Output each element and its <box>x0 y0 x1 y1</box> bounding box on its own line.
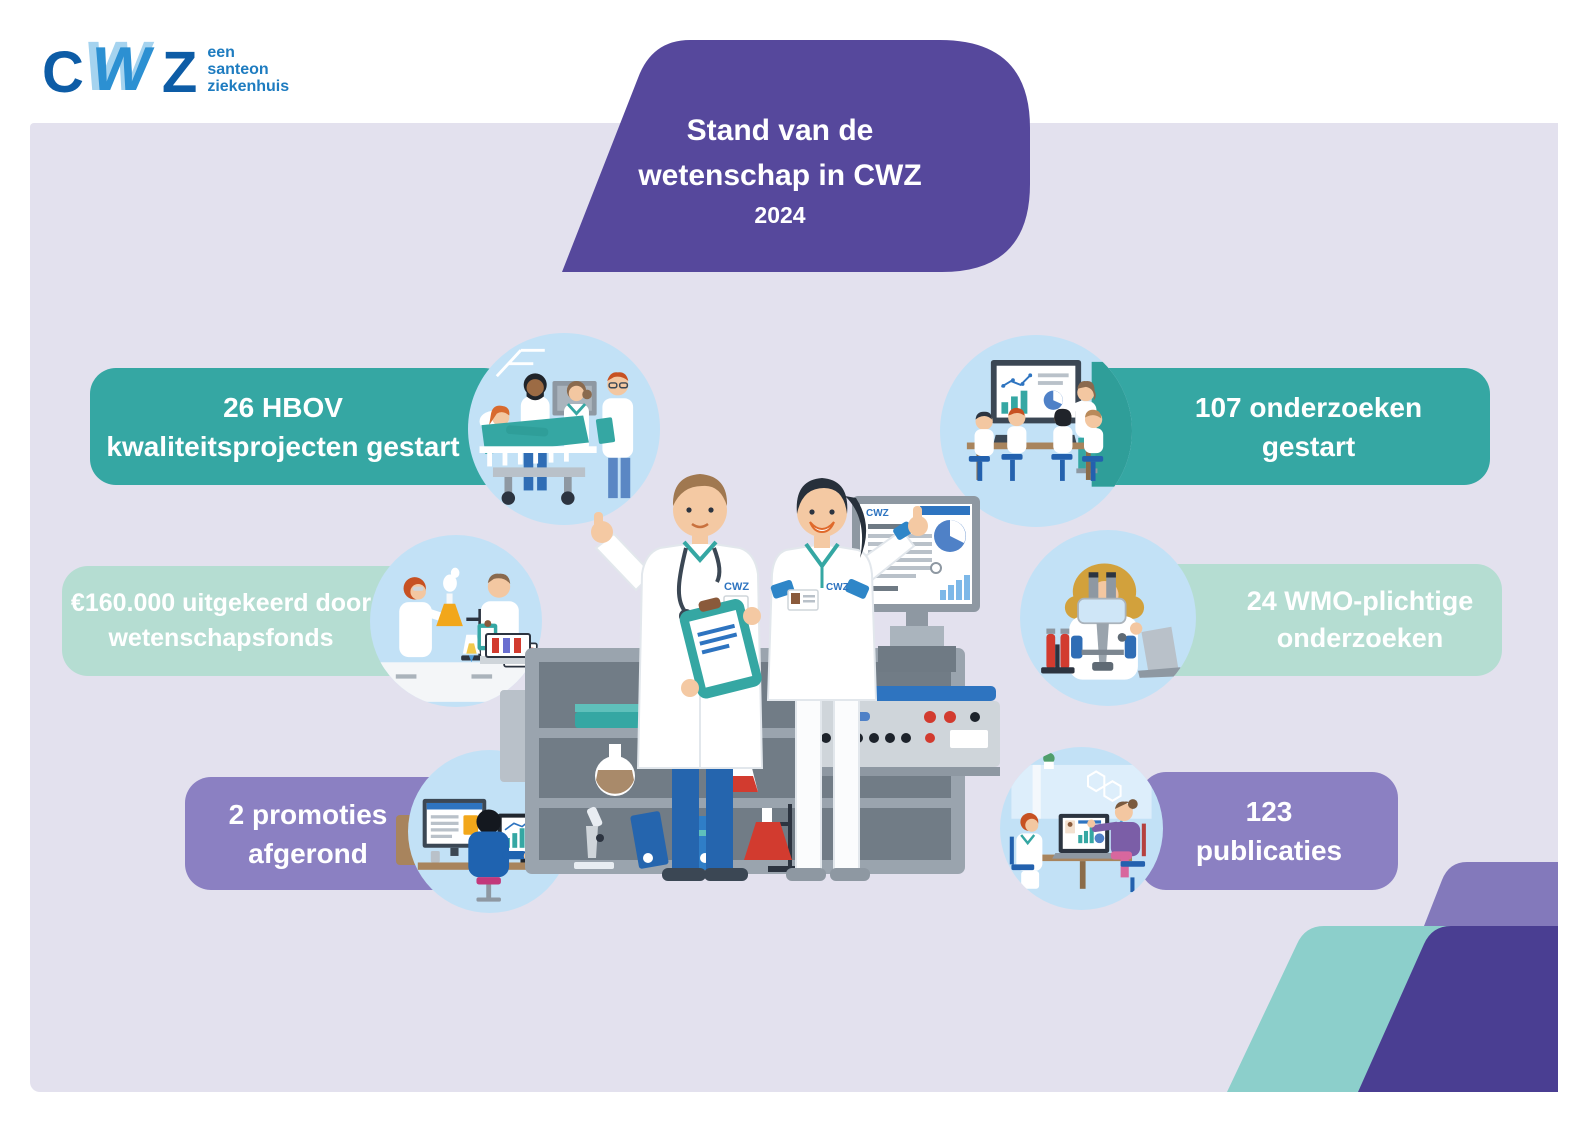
stat-banner-publicaties: 123 publicaties <box>1140 772 1398 890</box>
illustration-hospital-bed <box>468 333 660 525</box>
illustration-microscope <box>1020 530 1196 706</box>
cwz-logo: C W W Z een santeon ziekenhuis <box>42 27 292 122</box>
ceiling-lamp-icon <box>495 348 545 378</box>
side-tube-rack <box>480 633 534 664</box>
shelf-microscope <box>574 806 614 869</box>
nurse-uniform-cwz-label: CWZ <box>826 582 849 593</box>
monitor-cwz-label: CWZ <box>866 508 889 519</box>
flask-with-smoke <box>436 567 463 627</box>
workstation-scene <box>417 798 563 902</box>
illustration-lab <box>370 535 542 707</box>
title-line-2: wetenschap in CWZ <box>638 159 922 192</box>
doctor-figure: CWZ <box>591 474 764 881</box>
pen-cup <box>430 851 440 863</box>
doctor-uniform-cwz-label: CWZ <box>724 581 749 593</box>
central-illustration: CWZ <box>480 474 1000 881</box>
left-monitor <box>422 798 487 856</box>
patient-in-bed <box>479 405 597 505</box>
attendees <box>974 407 1104 456</box>
logo-tagline: een santeon ziekenhuis <box>207 44 290 95</box>
publication-scene <box>1009 752 1152 901</box>
logo-letter-w: W W <box>77 27 157 105</box>
corner-decoration <box>1227 862 1558 1092</box>
side-machine <box>500 690 530 782</box>
hospital-bed-scene <box>479 348 634 505</box>
decor-dark-purple-shape <box>1358 926 1558 1092</box>
title-banner-shape <box>562 40 1030 272</box>
clipboard <box>679 597 762 699</box>
person-at-desk <box>468 809 534 902</box>
illustration-meeting <box>940 335 1132 527</box>
doctor-with-clipboard <box>595 372 634 499</box>
test-tubes <box>1041 628 1075 674</box>
nurse-left <box>1009 813 1043 901</box>
title-year: 2024 <box>754 202 806 228</box>
microscope-scene <box>1041 563 1184 680</box>
logo-letter-c: C <box>42 40 84 105</box>
nurse-figure: CWZ <box>766 478 928 881</box>
logo-letter-z: Z <box>161 40 198 105</box>
meeting-scene <box>966 359 1132 487</box>
plant <box>1043 752 1055 770</box>
illustration-publication <box>1000 747 1163 910</box>
chairs <box>968 454 1104 481</box>
laptop-with-dashboard <box>1052 813 1116 859</box>
laptop <box>1137 626 1184 678</box>
title-line-1: Stand van de <box>686 114 874 147</box>
microscope <box>1077 572 1127 671</box>
binder-blue-1 <box>630 811 669 869</box>
woman-pointing <box>1087 799 1146 893</box>
stat-banner-hbov: 26 HBOV kwaliteitsprojecten gestart <box>90 368 510 485</box>
page-title: Stand van de wetenschap in CWZ 2024 <box>560 108 1000 229</box>
round-flask <box>595 744 635 796</box>
